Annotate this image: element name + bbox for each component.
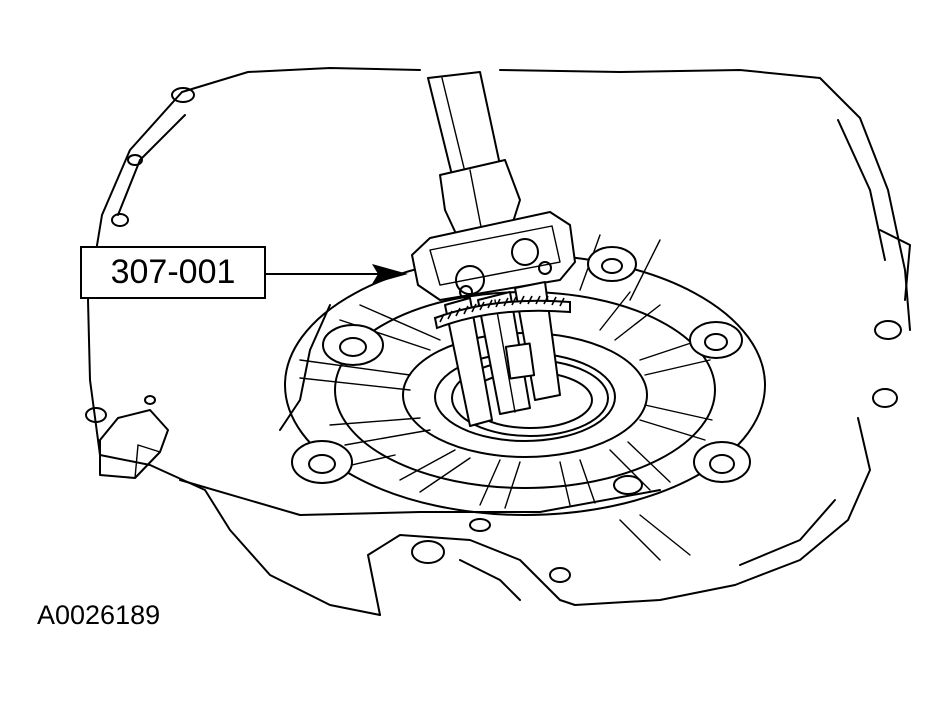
tool-callout-label: 307-001 xyxy=(80,246,266,299)
bearing-puller-tool xyxy=(411,71,576,427)
figure-id: A0026189 xyxy=(37,600,161,630)
callout-arrow xyxy=(266,264,408,284)
bolt-bosses xyxy=(291,246,751,495)
mounting-holes xyxy=(85,87,902,583)
tool-number: 307-001 xyxy=(110,253,236,291)
housing-outline xyxy=(87,67,911,616)
